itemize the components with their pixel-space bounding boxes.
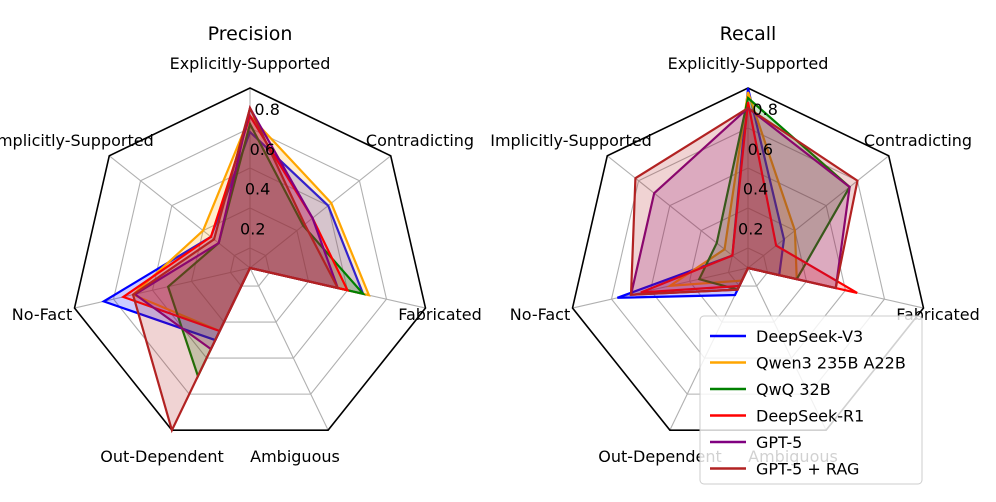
series-gpt-5-rag <box>131 104 340 434</box>
axis-label-out-dependent: Out-Dependent <box>100 447 224 466</box>
grid-spoke <box>249 155 392 269</box>
axis-label-out-dependent: Out-Dependent <box>598 447 722 466</box>
legend-box <box>699 315 923 485</box>
legend-entry: Qwen3 235B A22B <box>756 354 906 373</box>
radial-tick-label: 0.6 <box>748 140 773 159</box>
radial-tick-label: 0.2 <box>738 219 763 238</box>
grid-spoke <box>108 155 251 269</box>
axis-label-explicitly-supported: Explicitly-Supported <box>668 54 829 73</box>
grid-ring <box>112 127 388 395</box>
axis-label-no-fact: No-Fact <box>510 305 570 324</box>
legend-entry: GPT-5 <box>756 433 802 452</box>
axis-label-explicitly-supported: Explicitly-Supported <box>170 54 331 73</box>
grid-spoke <box>572 267 749 309</box>
radial-tick-label: 0.4 <box>743 180 768 199</box>
radial-tick-label: 0.8 <box>254 100 279 119</box>
grid-ring <box>727 247 769 287</box>
grid-spoke <box>249 267 329 431</box>
axis-label-fabricated: Fabricated <box>398 305 482 324</box>
chart-title: Precision <box>208 23 293 45</box>
axis-label-ambiguous: Ambiguous <box>250 447 340 466</box>
radial-tick-label: 0.8 <box>752 100 777 119</box>
axis-label-implicitly-supported: Implicitly-Supported <box>0 131 154 150</box>
grid-spoke <box>747 155 890 269</box>
axis-label-contradicting: Contradicting <box>864 131 972 150</box>
axis-label-implicitly-supported: Implicitly-Supported <box>490 131 652 150</box>
legend-entry: DeepSeek-R1 <box>756 407 864 426</box>
radar-frame <box>73 87 427 431</box>
legend-entry: DeepSeek-V3 <box>756 327 863 346</box>
precision-radar: Precision 0.2 0.4 0.6 0.8 Explicitly-Supporte… <box>0 23 482 466</box>
series-gpt-5-rag <box>629 106 859 296</box>
legend-entry: QwQ 32B <box>756 380 831 399</box>
axis-label-contradicting: Contradicting <box>366 131 474 150</box>
radial-tick-label: 0.2 <box>240 219 265 238</box>
axis-label-no-fact: No-Fact <box>12 305 72 324</box>
grid-ring <box>190 207 310 323</box>
radial-tick-label: 0.4 <box>245 180 270 199</box>
legend-entry: GPT-5 + RAG <box>756 460 859 479</box>
grid-ring <box>229 247 271 287</box>
chart-title: Recall <box>720 23 777 45</box>
radial-tick-label: 0.6 <box>250 140 275 159</box>
grid-ring <box>151 167 349 359</box>
